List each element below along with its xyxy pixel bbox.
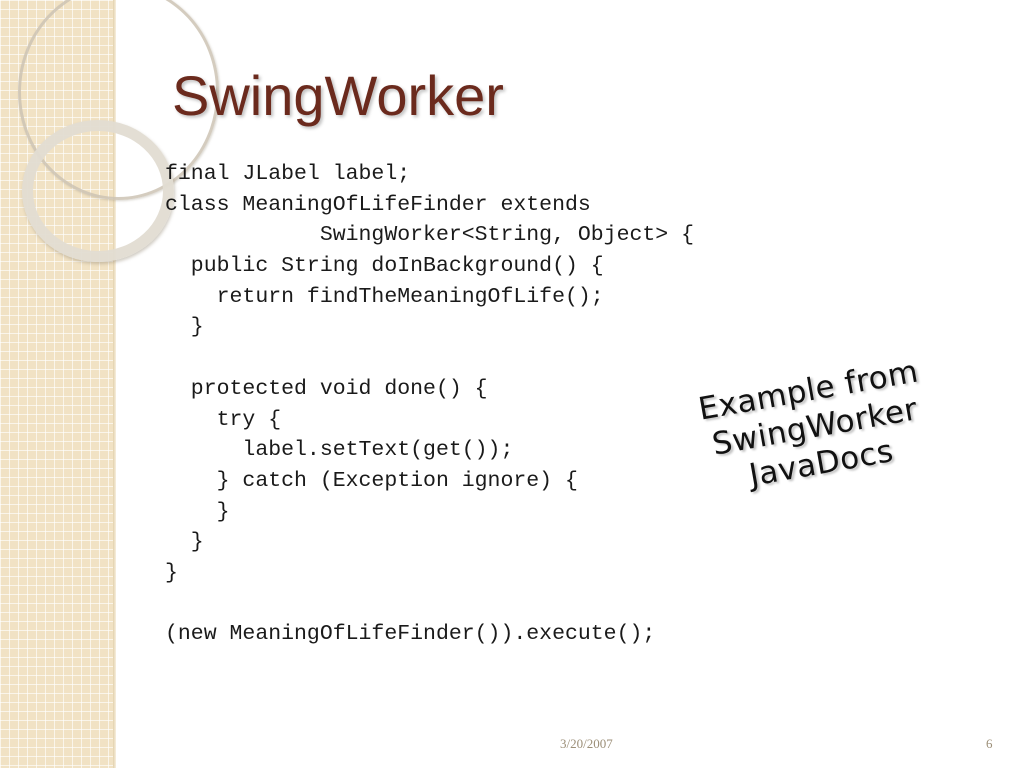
code-line: } catch (Exception ignore) {: [165, 468, 578, 493]
code-line: final JLabel label;: [165, 162, 411, 186]
side-panel-edge: [113, 0, 116, 768]
footer-page-number: 6: [986, 736, 993, 751]
code-line: try {: [165, 407, 282, 432]
code-line: [165, 589, 694, 620]
code-line: class MeaningOfLifeFinder extends: [165, 192, 591, 217]
callout-note: Example from SwingWorker JavaDocs: [682, 351, 947, 504]
code-line: label.setText(get());: [165, 438, 514, 463]
footer-date: 3/20/2007: [560, 736, 613, 751]
code-line: }: [165, 560, 178, 585]
code-line: protected void done() {: [165, 376, 488, 401]
code-line: }: [165, 315, 204, 340]
code-line: (new MeaningOfLifeFinder()).execute();: [165, 622, 656, 647]
code-block: final JLabel label; class MeaningOfLifeF…: [165, 159, 694, 650]
code-line: public String doInBackground() {: [165, 254, 604, 279]
code-line: }: [165, 499, 230, 524]
code-line: return findTheMeaningOfLife();: [165, 284, 604, 309]
code-line: }: [165, 530, 204, 555]
code-line: [165, 343, 694, 374]
code-line: SwingWorker<String, Object> {: [165, 223, 694, 248]
slide-title: SwingWorker: [172, 64, 504, 127]
decorative-side-panel: [0, 0, 113, 768]
